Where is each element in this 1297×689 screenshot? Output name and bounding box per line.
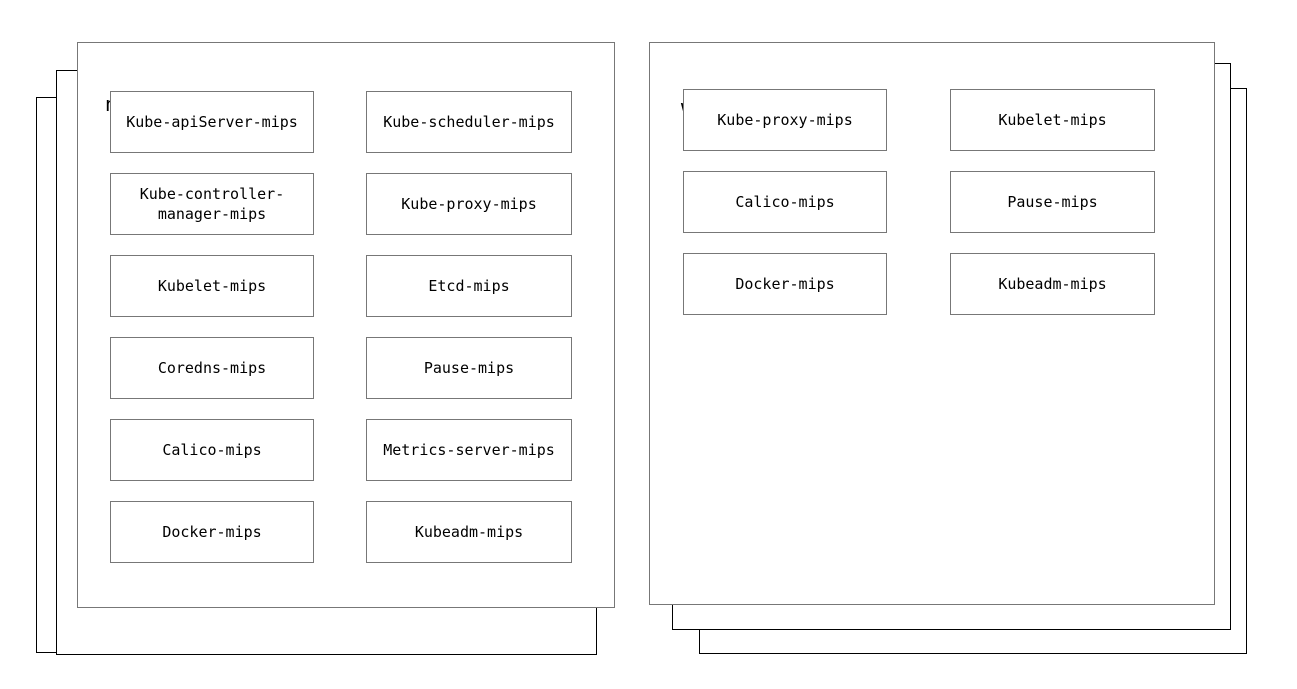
component-label: Kube-proxy-mips	[401, 194, 537, 213]
component-box-pause-mips[interactable]: Pause-mips	[366, 337, 572, 399]
component-label: Pause-mips	[423, 358, 515, 377]
component-box-kubelet-mips[interactable]: Kubelet-mips	[110, 255, 314, 317]
master-node-stack: master node Kube-apiServer-mips Kube-con…	[36, 42, 616, 655]
component-box-docker-mips[interactable]: Docker-mips	[110, 501, 314, 563]
component-label: Metrics-server-mips	[383, 440, 555, 459]
component-box-kube-controller-manager-mips[interactable]: Kube-controller-manager-mips	[110, 173, 314, 235]
component-label: Kube-controller-manager-mips	[139, 184, 285, 223]
component-label: Calico-mips	[735, 192, 835, 211]
component-label: Kubelet-mips	[157, 276, 267, 295]
master-node-component-grid: Kube-apiServer-mips Kube-controller-mana…	[110, 91, 580, 591]
component-box-etcd-mips[interactable]: Etcd-mips	[366, 255, 572, 317]
component-label: Etcd-mips	[428, 276, 510, 295]
component-label: Docker-mips	[162, 522, 262, 541]
component-box-kube-proxy-mips[interactable]: Kube-proxy-mips	[366, 173, 572, 235]
component-box-kube-scheduler-mips[interactable]: Kube-scheduler-mips	[366, 91, 572, 153]
component-box-coredns-mips[interactable]: Coredns-mips	[110, 337, 314, 399]
component-box-kubeadm-mips[interactable]: Kubeadm-mips	[366, 501, 572, 563]
component-box-kubelet-mips[interactable]: Kubelet-mips	[950, 89, 1155, 151]
worker-node-stack: worker node Kube-proxy-mips Calico-mips …	[649, 42, 1249, 654]
component-box-docker-mips[interactable]: Docker-mips	[683, 253, 887, 315]
component-box-kube-apiserver-mips[interactable]: Kube-apiServer-mips	[110, 91, 314, 153]
component-label: Coredns-mips	[157, 358, 267, 377]
component-label: Pause-mips	[1007, 192, 1098, 211]
component-label: Kube-scheduler-mips	[383, 112, 555, 131]
component-box-calico-mips[interactable]: Calico-mips	[110, 419, 314, 481]
component-label: Calico-mips	[162, 440, 262, 459]
component-label: Kubelet-mips	[998, 110, 1107, 129]
component-box-pause-mips[interactable]: Pause-mips	[950, 171, 1155, 233]
component-label: Kube-proxy-mips	[717, 110, 853, 129]
component-label: Kube-apiServer-mips	[126, 112, 298, 131]
component-box-kube-proxy-mips[interactable]: Kube-proxy-mips	[683, 89, 887, 151]
component-box-metrics-server-mips[interactable]: Metrics-server-mips	[366, 419, 572, 481]
component-label: Kubeadm-mips	[414, 522, 524, 541]
component-box-calico-mips[interactable]: Calico-mips	[683, 171, 887, 233]
component-box-kubeadm-mips[interactable]: Kubeadm-mips	[950, 253, 1155, 315]
component-label: Kubeadm-mips	[998, 274, 1107, 293]
worker-node-component-grid: Kube-proxy-mips Calico-mips Docker-mips …	[683, 89, 1190, 359]
component-label: Docker-mips	[735, 274, 835, 293]
